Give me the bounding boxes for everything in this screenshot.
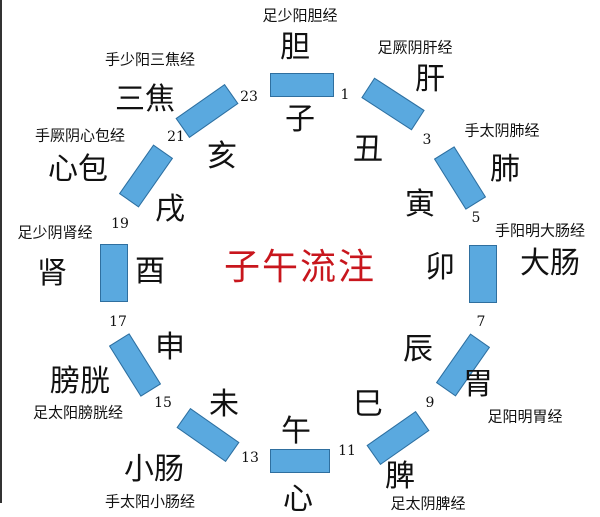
hour-13: 13 xyxy=(241,450,259,466)
organ-fei: 肺 xyxy=(490,152,520,187)
branch-chen: 辰 xyxy=(403,332,433,367)
meridian-pi: 足太阴脾经 xyxy=(390,494,466,513)
branch-you: 酉 xyxy=(135,254,165,289)
block-hai xyxy=(175,83,239,139)
hour-21: 21 xyxy=(167,129,185,145)
hour-23: 23 xyxy=(240,89,258,105)
organ-pangguang: 膀胱 xyxy=(50,364,110,399)
block-you xyxy=(100,244,128,302)
branch-mao: 卯 xyxy=(425,250,455,285)
hour-5: 5 xyxy=(471,210,481,226)
meridian-dachang: 手阳明大肠经 xyxy=(494,221,586,240)
branch-xu: 戌 xyxy=(155,192,185,227)
diagram-title: 子午流注 xyxy=(223,247,377,288)
branch-shen: 申 xyxy=(155,330,185,365)
branch-zi: 子 xyxy=(285,102,315,137)
hour-17: 17 xyxy=(109,314,127,330)
block-shen xyxy=(108,333,162,397)
organ-sanjiao: 三焦 xyxy=(115,82,175,117)
meridian-sanjiao: 手少阳三焦经 xyxy=(104,50,196,69)
meridian-dan: 足少阳胆经 xyxy=(262,6,338,25)
organ-pi: 脾 xyxy=(385,459,415,494)
branch-wu: 午 xyxy=(281,414,311,449)
meridian-xiaochang: 手太阳小肠经 xyxy=(104,492,196,511)
hour-1: 1 xyxy=(340,87,350,103)
block-zi xyxy=(270,73,334,97)
organ-dan: 胆 xyxy=(280,30,310,65)
meridian-wei: 足阳明胃经 xyxy=(487,407,563,426)
hour-11: 11 xyxy=(338,443,356,459)
block-yin xyxy=(433,146,487,210)
branch-chou: 丑 xyxy=(353,132,383,167)
branch-si: 巳 xyxy=(353,387,383,422)
organ-xiaochang: 小肠 xyxy=(124,452,184,487)
hour-19: 19 xyxy=(111,216,129,232)
hour-9: 9 xyxy=(425,395,435,411)
branch-hai: 亥 xyxy=(207,139,237,174)
block-wu xyxy=(270,449,330,473)
meridian-fei: 手太阴肺经 xyxy=(464,121,540,140)
meridian-pangguang: 足太阳膀胱经 xyxy=(32,403,124,422)
meridian-shen: 足少阴肾经 xyxy=(17,223,93,242)
organ-xinbao: 心包 xyxy=(48,152,108,187)
block-mao xyxy=(469,245,497,303)
meridian-gan: 足厥阴肝经 xyxy=(377,38,453,57)
branch-wei: 未 xyxy=(209,387,239,422)
organ-shen: 肾 xyxy=(37,256,67,291)
organ-dachang: 大肠 xyxy=(520,246,580,281)
branch-yin: 寅 xyxy=(405,187,435,222)
organ-gan: 肝 xyxy=(415,62,445,97)
organ-xin: 心 xyxy=(283,482,313,517)
hour-3: 3 xyxy=(422,132,432,148)
meridian-xinbao: 手厥阴心包经 xyxy=(34,126,126,145)
hour-15: 15 xyxy=(154,395,172,411)
organ-wei: 胃 xyxy=(463,367,493,402)
hour-7: 7 xyxy=(476,314,486,330)
